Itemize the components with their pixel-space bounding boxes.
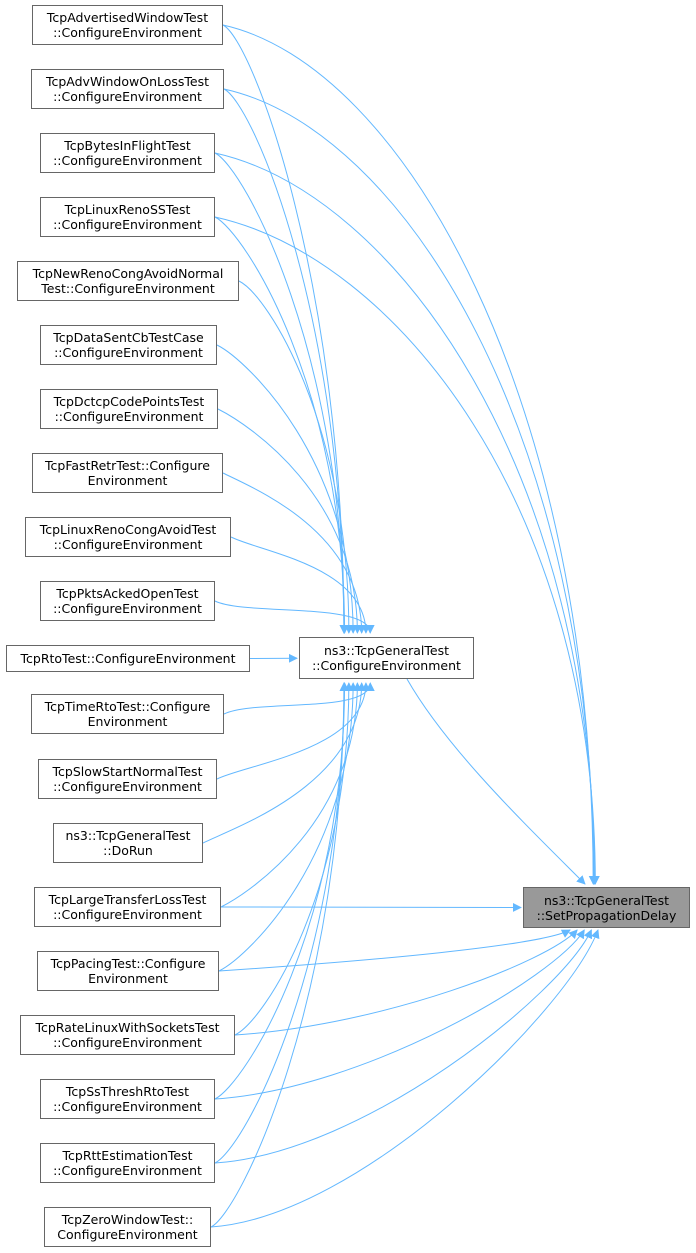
edge-advloss-to-hub <box>223 88 349 634</box>
node-label-line: ::ConfigureEnvironment <box>53 1099 202 1114</box>
node-label-line: TcpTimeRtoTest::Configure <box>44 699 211 714</box>
edge-fastretr-to-hub <box>222 472 367 634</box>
caller-node-dorun[interactable]: ns3::TcpGeneralTest::DoRun <box>53 823 203 863</box>
caller-node-lrca[interactable]: TcpLinuxRenoCongAvoidTest::ConfigureEnvi… <box>25 517 231 557</box>
node-label-line: TcpBytesInFlightTest <box>64 138 191 153</box>
node-label-line: ::DoRun <box>103 843 153 858</box>
edge-zw-to-hub <box>210 682 349 1228</box>
node-label-line: ::ConfigureEnvironment <box>53 779 202 794</box>
node-label-line: ns3::TcpGeneralTest <box>323 643 449 658</box>
node-label-line: ns3::TcpGeneralTest <box>65 828 191 843</box>
edge-ssthresh-to-hub <box>214 682 350 1100</box>
edge-rtt-to-hub <box>214 682 349 1164</box>
node-label-line: TcpPacingTest::Configure <box>50 956 206 971</box>
edge-rlws-to-target <box>234 929 578 1036</box>
node-label-line: ::ConfigureEnvironment <box>53 537 203 552</box>
edge-advloss-to-target <box>223 88 599 885</box>
target-node[interactable]: ns3::TcpGeneralTest::SetPropagationDelay <box>523 887 690 928</box>
node-label-line: TcpLinuxRenoCongAvoidTest <box>39 522 217 537</box>
edge-ssn-to-hub <box>216 682 371 780</box>
node-label-line: TcpDataSentCbTestCase <box>53 330 204 345</box>
edge-ltl-to-hub <box>220 682 362 908</box>
caller-node-zw[interactable]: TcpZeroWindowTest::ConfigureEnvironment <box>44 1207 211 1247</box>
node-label-line: TcpLinuxRenoSSTest <box>64 202 191 217</box>
edge-dctcp-to-hub <box>217 408 362 634</box>
caller-node-advloss[interactable]: TcpAdvWindowOnLossTest::ConfigureEnviron… <box>31 69 224 109</box>
node-label-line: ::ConfigureEnvironment <box>53 25 202 40</box>
node-label-line: ::ConfigureEnvironment <box>53 1163 202 1178</box>
node-label-line: TcpLargeTransferLossTest <box>48 892 207 907</box>
edge-pacing-to-hub <box>218 682 358 972</box>
node-label-line: ConfigureEnvironment <box>57 1227 198 1242</box>
edge-dorun-to-hub <box>202 682 367 844</box>
node-label-line: TcpFastRetrTest::Configure <box>45 458 210 473</box>
hub-node[interactable]: ns3::TcpGeneralTest::ConfigureEnvironmen… <box>299 637 474 679</box>
caller-node-rtt[interactable]: TcpRttEstimationTest::ConfigureEnvironme… <box>40 1143 215 1183</box>
edge-zw-to-target <box>210 929 600 1228</box>
caller-node-dctcp[interactable]: TcpDctcpCodePointsTest::ConfigureEnviron… <box>40 389 218 429</box>
node-label-line: TcpZeroWindowTest:: <box>61 1212 194 1227</box>
node-label-line: ::ConfigureEnvironment <box>54 409 204 424</box>
caller-node-dsc[interactable]: TcpDataSentCbTestCase::ConfigureEnvironm… <box>40 325 217 365</box>
edge-ssthresh-to-target <box>214 929 585 1100</box>
edge-bif-to-hub <box>214 152 349 634</box>
edge-lrca-to-hub <box>230 536 371 634</box>
caller-node-rlws[interactable]: TcpRateLinuxWithSocketsTest::ConfigureEn… <box>20 1015 235 1055</box>
node-label-line: ::ConfigureEnvironment <box>312 658 461 673</box>
edge-advwin-to-target <box>222 24 598 885</box>
caller-node-lrss[interactable]: TcpLinuxRenoSSTest::ConfigureEnvironment <box>40 197 215 237</box>
node-label-line: TcpRttEstimationTest <box>62 1148 193 1163</box>
node-label-line: Environment <box>87 473 168 488</box>
caller-node-ssn[interactable]: TcpSlowStartNormalTest::ConfigureEnviron… <box>38 759 217 799</box>
node-label-line: TcpRtoTest::ConfigureEnvironment <box>20 651 236 666</box>
node-label-line: Environment <box>87 714 168 729</box>
node-label-line: TcpSlowStartNormalTest <box>52 764 203 779</box>
caller-node-pkts[interactable]: TcpPktsAckedOpenTest::ConfigureEnvironme… <box>40 581 215 621</box>
caller-node-bif[interactable]: TcpBytesInFlightTest::ConfigureEnvironme… <box>40 133 215 173</box>
node-label-line: ::ConfigureEnvironment <box>53 153 202 168</box>
edge-hub-to-target <box>406 678 586 885</box>
caller-node-rto[interactable]: TcpRtoTest::ConfigureEnvironment <box>6 645 250 672</box>
node-label-line: ::ConfigureEnvironment <box>53 601 202 616</box>
node-label-line: TcpNewRenoCongAvoidNormal <box>32 266 224 281</box>
node-label-line: TcpRateLinuxWithSocketsTest <box>35 1020 220 1035</box>
node-label-line: ::ConfigureEnvironment <box>53 907 202 922</box>
node-label-line: TcpPktsAckedOpenTest <box>56 586 199 601</box>
node-label-line: ::ConfigureEnvironment <box>53 1035 202 1050</box>
edge-advwin-to-hub <box>222 24 349 634</box>
node-label-line: ns3::TcpGeneralTest <box>543 892 669 908</box>
caller-node-ltl[interactable]: TcpLargeTransferLossTest::ConfigureEnvir… <box>34 887 221 927</box>
caller-node-advwin[interactable]: TcpAdvertisedWindowTest::ConfigureEnviro… <box>32 5 223 45</box>
node-label-line: Environment <box>88 971 168 986</box>
node-label-line: ::ConfigureEnvironment <box>53 89 202 104</box>
node-label-line: TcpAdvertisedWindowTest <box>46 10 209 25</box>
edge-pkts-to-hub <box>214 600 375 634</box>
edge-ltl-to-target <box>220 902 522 912</box>
caller-node-ssthresh[interactable]: TcpSsThreshRtoTest::ConfigureEnvironment <box>40 1079 215 1119</box>
node-label-line: Test::ConfigureEnvironment <box>41 281 215 296</box>
edge-lrss-to-hub <box>214 216 350 634</box>
node-label-line: ::ConfigureEnvironment <box>53 217 202 232</box>
edge-pacing-to-target <box>218 929 571 972</box>
node-label-line: ::SetPropagationDelay <box>536 907 677 923</box>
node-label-line: TcpSsThreshRtoTest <box>65 1084 190 1099</box>
node-label-line: ::ConfigureEnvironment <box>54 345 203 360</box>
edge-lrss-to-target <box>214 216 600 885</box>
edge-dsc-to-hub <box>216 344 358 634</box>
edge-nrca-to-hub <box>238 280 354 634</box>
edge-rtt-to-target <box>214 929 593 1164</box>
node-label-line: TcpAdvWindowOnLossTest <box>45 74 210 89</box>
node-label-line: TcpDctcpCodePointsTest <box>53 394 205 409</box>
edge-rlws-to-hub <box>234 682 354 1036</box>
edge-bif-to-target <box>214 152 600 885</box>
